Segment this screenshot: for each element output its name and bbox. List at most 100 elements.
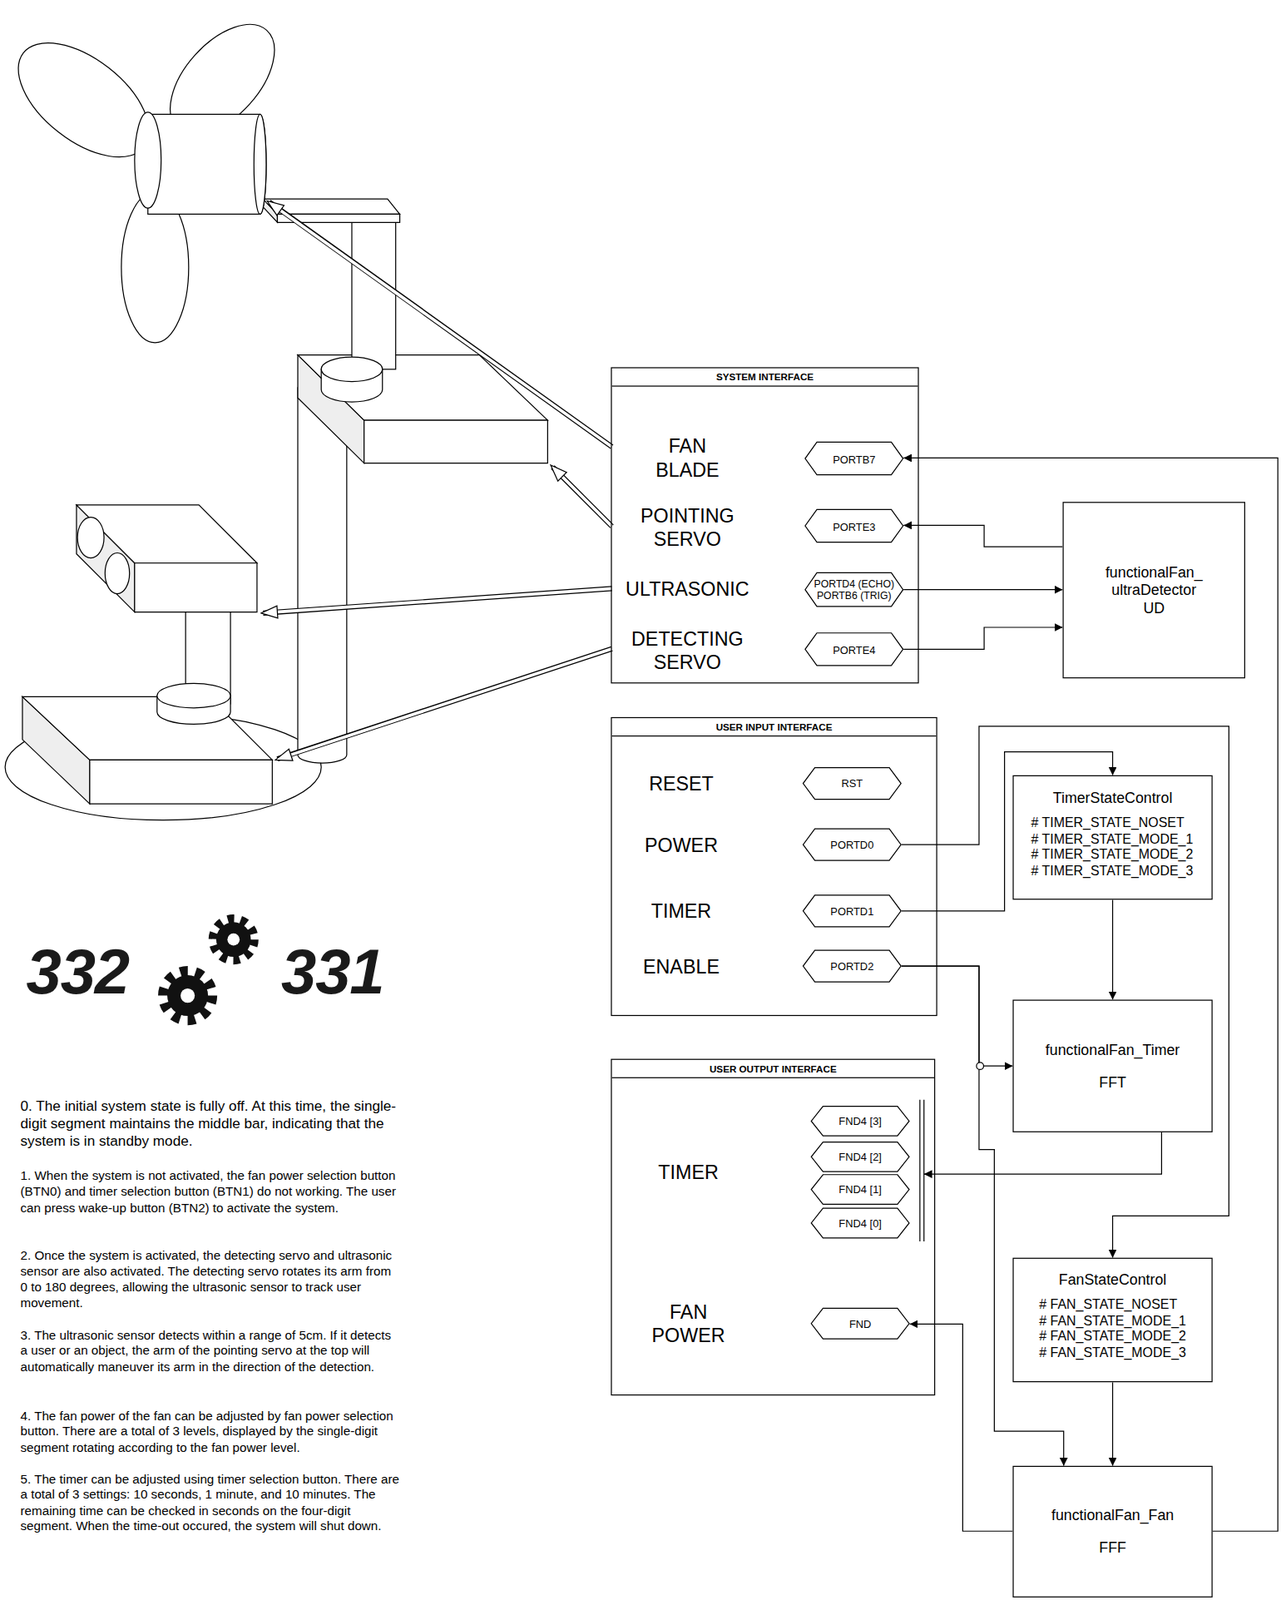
hexagon-shape bbox=[811, 1174, 910, 1205]
port-label: PORTD1 bbox=[830, 904, 874, 917]
state-item: # TIMER_STATE_MODE_2 bbox=[1030, 846, 1193, 863]
port-label: FND4 [1] bbox=[838, 1182, 882, 1196]
hexagon-shape bbox=[811, 1142, 910, 1173]
state-list: # TIMER_STATE_NOSET# TIMER_STATE_MODE_1#… bbox=[1030, 815, 1193, 879]
hexagon-shape bbox=[805, 572, 904, 606]
module-code: UD bbox=[1142, 598, 1165, 617]
illustration-part bbox=[351, 216, 396, 370]
illustration-part bbox=[216, 921, 252, 957]
illustration-part bbox=[167, 974, 208, 1016]
hexagon-shape bbox=[802, 767, 901, 800]
connector bbox=[903, 627, 1063, 649]
port-hexagon: PORTD0 bbox=[802, 828, 902, 861]
port-hexagon: PORTD2 bbox=[802, 949, 902, 982]
connector bbox=[924, 1132, 1163, 1174]
connector bbox=[903, 588, 1063, 590]
illustration-part bbox=[275, 648, 613, 761]
state-item: # TIMER_STATE_MODE_3 bbox=[1030, 862, 1193, 879]
port-hexagon: FND4 [3] bbox=[811, 1105, 911, 1137]
state-item: # FAN_STATE_NOSET bbox=[1038, 1295, 1187, 1312]
state-item: # TIMER_STATE_NOSET bbox=[1030, 815, 1193, 831]
port-label: PORTB7 bbox=[832, 452, 876, 465]
hexagon-shape bbox=[811, 1207, 910, 1238]
illustration-part bbox=[364, 420, 549, 463]
illustration-part bbox=[163, 970, 213, 1020]
state-list: # FAN_STATE_NOSET# FAN_STATE_MODE_1# FAN… bbox=[1038, 1295, 1187, 1360]
port-label: FND4 [3] bbox=[838, 1114, 882, 1128]
port-hexagon: PORTD4 (ECHO) PORTB6 (TRIG) bbox=[804, 572, 904, 608]
port-hexagon: FND4 [2] bbox=[811, 1141, 911, 1173]
illustration-part bbox=[297, 355, 548, 421]
module-code: FFF bbox=[1098, 1538, 1127, 1557]
port-hexagon: PORTE3 bbox=[804, 509, 904, 543]
note-text: 4. The fan power of the fan can be adjus… bbox=[20, 1408, 401, 1456]
connector bbox=[903, 457, 1278, 1531]
illustration-part bbox=[77, 517, 104, 559]
connector bbox=[1112, 1381, 1113, 1466]
part-label: ULTRASONIC bbox=[616, 576, 760, 600]
note-text: 5. The timer can be adjusted using timer… bbox=[20, 1471, 401, 1535]
illustration-part bbox=[134, 563, 258, 613]
panel-title: USER OUTPUT INTERFACE bbox=[612, 1059, 935, 1079]
port-label: PORTE3 bbox=[832, 519, 876, 533]
port-label: FND bbox=[849, 1316, 871, 1330]
input-label: TIMER bbox=[619, 899, 742, 923]
connector bbox=[910, 1323, 1014, 1531]
illustration-part bbox=[134, 112, 162, 208]
illustration-part bbox=[148, 113, 267, 214]
part-label: FAN BLADE bbox=[646, 434, 728, 481]
illustration-part bbox=[321, 356, 383, 381]
port-label: RST bbox=[840, 776, 863, 790]
illustration-part bbox=[180, 988, 195, 1003]
port-hexagon: PORTD1 bbox=[802, 894, 902, 927]
bus-bars bbox=[919, 1099, 925, 1242]
gear-icons bbox=[163, 919, 254, 1020]
part-label: POINTING SERVO bbox=[631, 504, 744, 551]
illustration-part bbox=[253, 113, 267, 214]
panel-title: SYSTEM INTERFACE bbox=[612, 368, 919, 387]
hexagon-outline bbox=[804, 572, 904, 608]
port-hexagon: FND bbox=[811, 1307, 911, 1340]
port-label: PORTE4 bbox=[832, 643, 876, 656]
state-item: # FAN_STATE_MODE_3 bbox=[1038, 1343, 1187, 1360]
note-text: 1. When the system is not activated, the… bbox=[20, 1168, 401, 1217]
state-item: # FAN_STATE_MODE_2 bbox=[1038, 1327, 1187, 1344]
fan-stand bbox=[4, 198, 548, 821]
port-hexagon: PORTE4 bbox=[804, 632, 904, 666]
input-label: RESET bbox=[619, 771, 742, 795]
illustration-part bbox=[923, 1099, 925, 1242]
module-box: functionalFan_FanFFF bbox=[1012, 1465, 1212, 1598]
connectors bbox=[901, 457, 1278, 1531]
hexagon-shape bbox=[805, 441, 904, 475]
hexagon-shape bbox=[802, 949, 901, 982]
illustration-part bbox=[157, 682, 231, 708]
hexagon-shape bbox=[802, 895, 901, 927]
connector bbox=[903, 524, 1063, 547]
illustration-part bbox=[261, 588, 613, 613]
logo-number: 332 bbox=[5, 939, 149, 1005]
module-name: functionalFan_Timer bbox=[1045, 1040, 1180, 1059]
illustration-part bbox=[212, 919, 254, 960]
state-control-box: TimerStateControl# TIMER_STATE_NOSET# TI… bbox=[1012, 775, 1212, 901]
port-label: FND4 [0] bbox=[838, 1216, 882, 1230]
state-item: # TIMER_STATE_MODE_1 bbox=[1030, 830, 1193, 847]
illustration-part bbox=[297, 387, 347, 763]
port-hexagon: FND4 [1] bbox=[811, 1173, 911, 1205]
junction-dot bbox=[976, 1062, 985, 1070]
output-label: TIMER bbox=[627, 1160, 750, 1184]
input-label: POWER bbox=[619, 832, 742, 856]
hexagon-shape bbox=[811, 1307, 910, 1339]
illustration-part bbox=[104, 552, 129, 594]
illustration-part bbox=[76, 504, 258, 564]
module-name: functionalFan_ ultraDetector bbox=[1093, 563, 1216, 599]
state-item: # FAN_STATE_MODE_1 bbox=[1038, 1311, 1187, 1328]
output-label: FAN POWER bbox=[647, 1300, 730, 1347]
note-text: 0. The initial system state is fully off… bbox=[20, 1097, 401, 1150]
connector bbox=[1112, 899, 1113, 1000]
note-text: 2. Once the system is activated, the det… bbox=[20, 1248, 401, 1312]
connector bbox=[901, 726, 1230, 1258]
illustration-part bbox=[550, 464, 613, 527]
logo-number: 331 bbox=[261, 939, 405, 1005]
